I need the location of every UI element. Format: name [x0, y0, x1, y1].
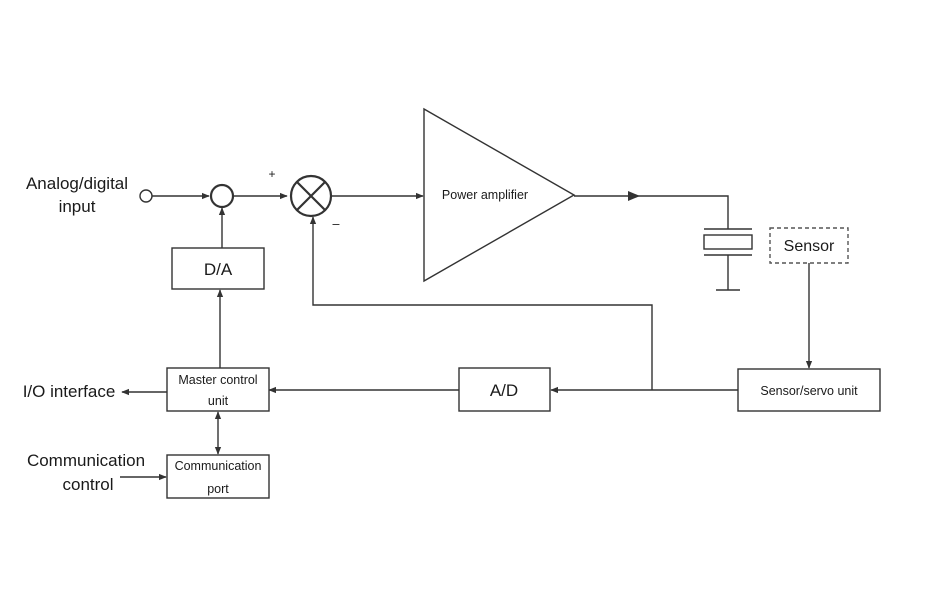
transducer-element [703, 228, 753, 291]
input-label-line2: input [59, 197, 96, 216]
da-converter-label: D/A [204, 260, 233, 279]
io-interface-label: I/O interface [23, 382, 116, 401]
communication-port-line1: Communication [175, 459, 262, 473]
power-amplifier [423, 107, 576, 283]
input-label-line1: Analog/digital [26, 174, 128, 193]
sensor-servo-unit-label: Sensor/servo unit [760, 384, 858, 398]
master-control-unit-box [166, 367, 270, 412]
summing-junction [289, 174, 333, 218]
master-control-unit-line1: Master control [178, 373, 257, 387]
communication-control-line2: control [62, 475, 113, 494]
master-control-unit-line2: unit [208, 394, 229, 408]
communication-port-box [166, 454, 270, 499]
sensor-box [769, 227, 849, 264]
communication-port-line2: port [207, 482, 229, 496]
input-junction [209, 183, 235, 209]
minus-sign: – [333, 217, 340, 231]
ad-converter-label: A/D [490, 381, 518, 400]
sensor-label: Sensor [784, 238, 835, 255]
ad-converter-box [458, 367, 551, 412]
amp-output-wire [574, 195, 729, 229]
da-converter-box [171, 247, 265, 290]
input-terminal [139, 189, 153, 203]
feedback-wire [309, 216, 653, 390]
plus-sign: + [268, 167, 275, 181]
communication-control-line1: Communication [27, 451, 145, 470]
power-amplifier-label: Power amplifier [442, 188, 528, 202]
